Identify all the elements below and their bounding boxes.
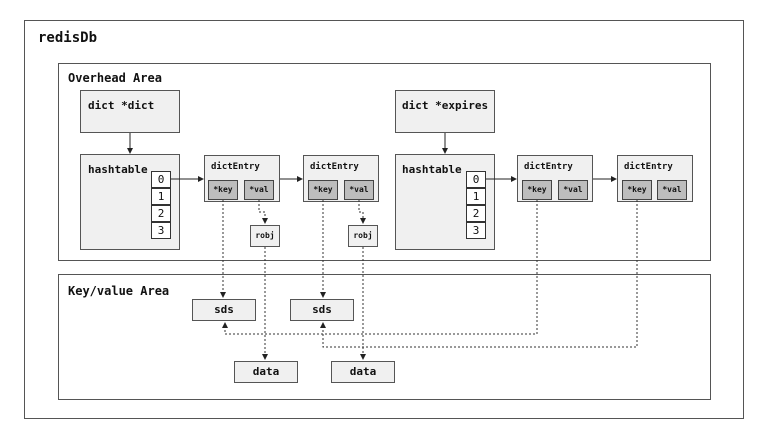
- expires-box: dict *expires: [395, 90, 495, 133]
- hashtable-slot: 2: [151, 205, 171, 222]
- key-field: *key: [522, 180, 552, 200]
- hashtable-slot: 0: [466, 171, 486, 188]
- key-field: *key: [308, 180, 338, 200]
- redisdb-title: redisDb: [38, 30, 98, 46]
- val-field: *val: [558, 180, 588, 200]
- hashtable-label: hashtable: [402, 163, 462, 176]
- key-field: *key: [208, 180, 238, 200]
- data-box: data: [234, 361, 298, 383]
- sds-box: sds: [290, 299, 354, 321]
- hashtable-label: hashtable: [88, 163, 148, 176]
- hashtable-slot: 3: [466, 222, 486, 239]
- expires-label: dict *expires: [402, 99, 489, 112]
- robj-box: robj: [250, 225, 280, 247]
- dict-entry-label: dictEntry: [211, 162, 260, 172]
- overhead-area-title: Overhead Area: [68, 71, 162, 85]
- val-field: *val: [344, 180, 374, 200]
- robj-box: robj: [348, 225, 378, 247]
- hashtable-slot: 0: [151, 171, 171, 188]
- sds-box: sds: [192, 299, 256, 321]
- val-field: *val: [657, 180, 687, 200]
- dict-label: dict *dict: [88, 99, 155, 112]
- hashtable-slot: 1: [151, 188, 171, 205]
- dict-entry-label: dictEntry: [524, 162, 573, 172]
- val-field: *val: [244, 180, 274, 200]
- hashtable-slot: 2: [466, 205, 486, 222]
- dict-entry-label: dictEntry: [624, 162, 673, 172]
- hashtable-slot: 1: [466, 188, 486, 205]
- data-box: data: [331, 361, 395, 383]
- key-field: *key: [622, 180, 652, 200]
- dict-box: dict *dict: [80, 90, 180, 133]
- kv-area-title: Key/value Area: [68, 284, 170, 298]
- hashtable-slot: 3: [151, 222, 171, 239]
- dict-entry-label: dictEntry: [310, 162, 359, 172]
